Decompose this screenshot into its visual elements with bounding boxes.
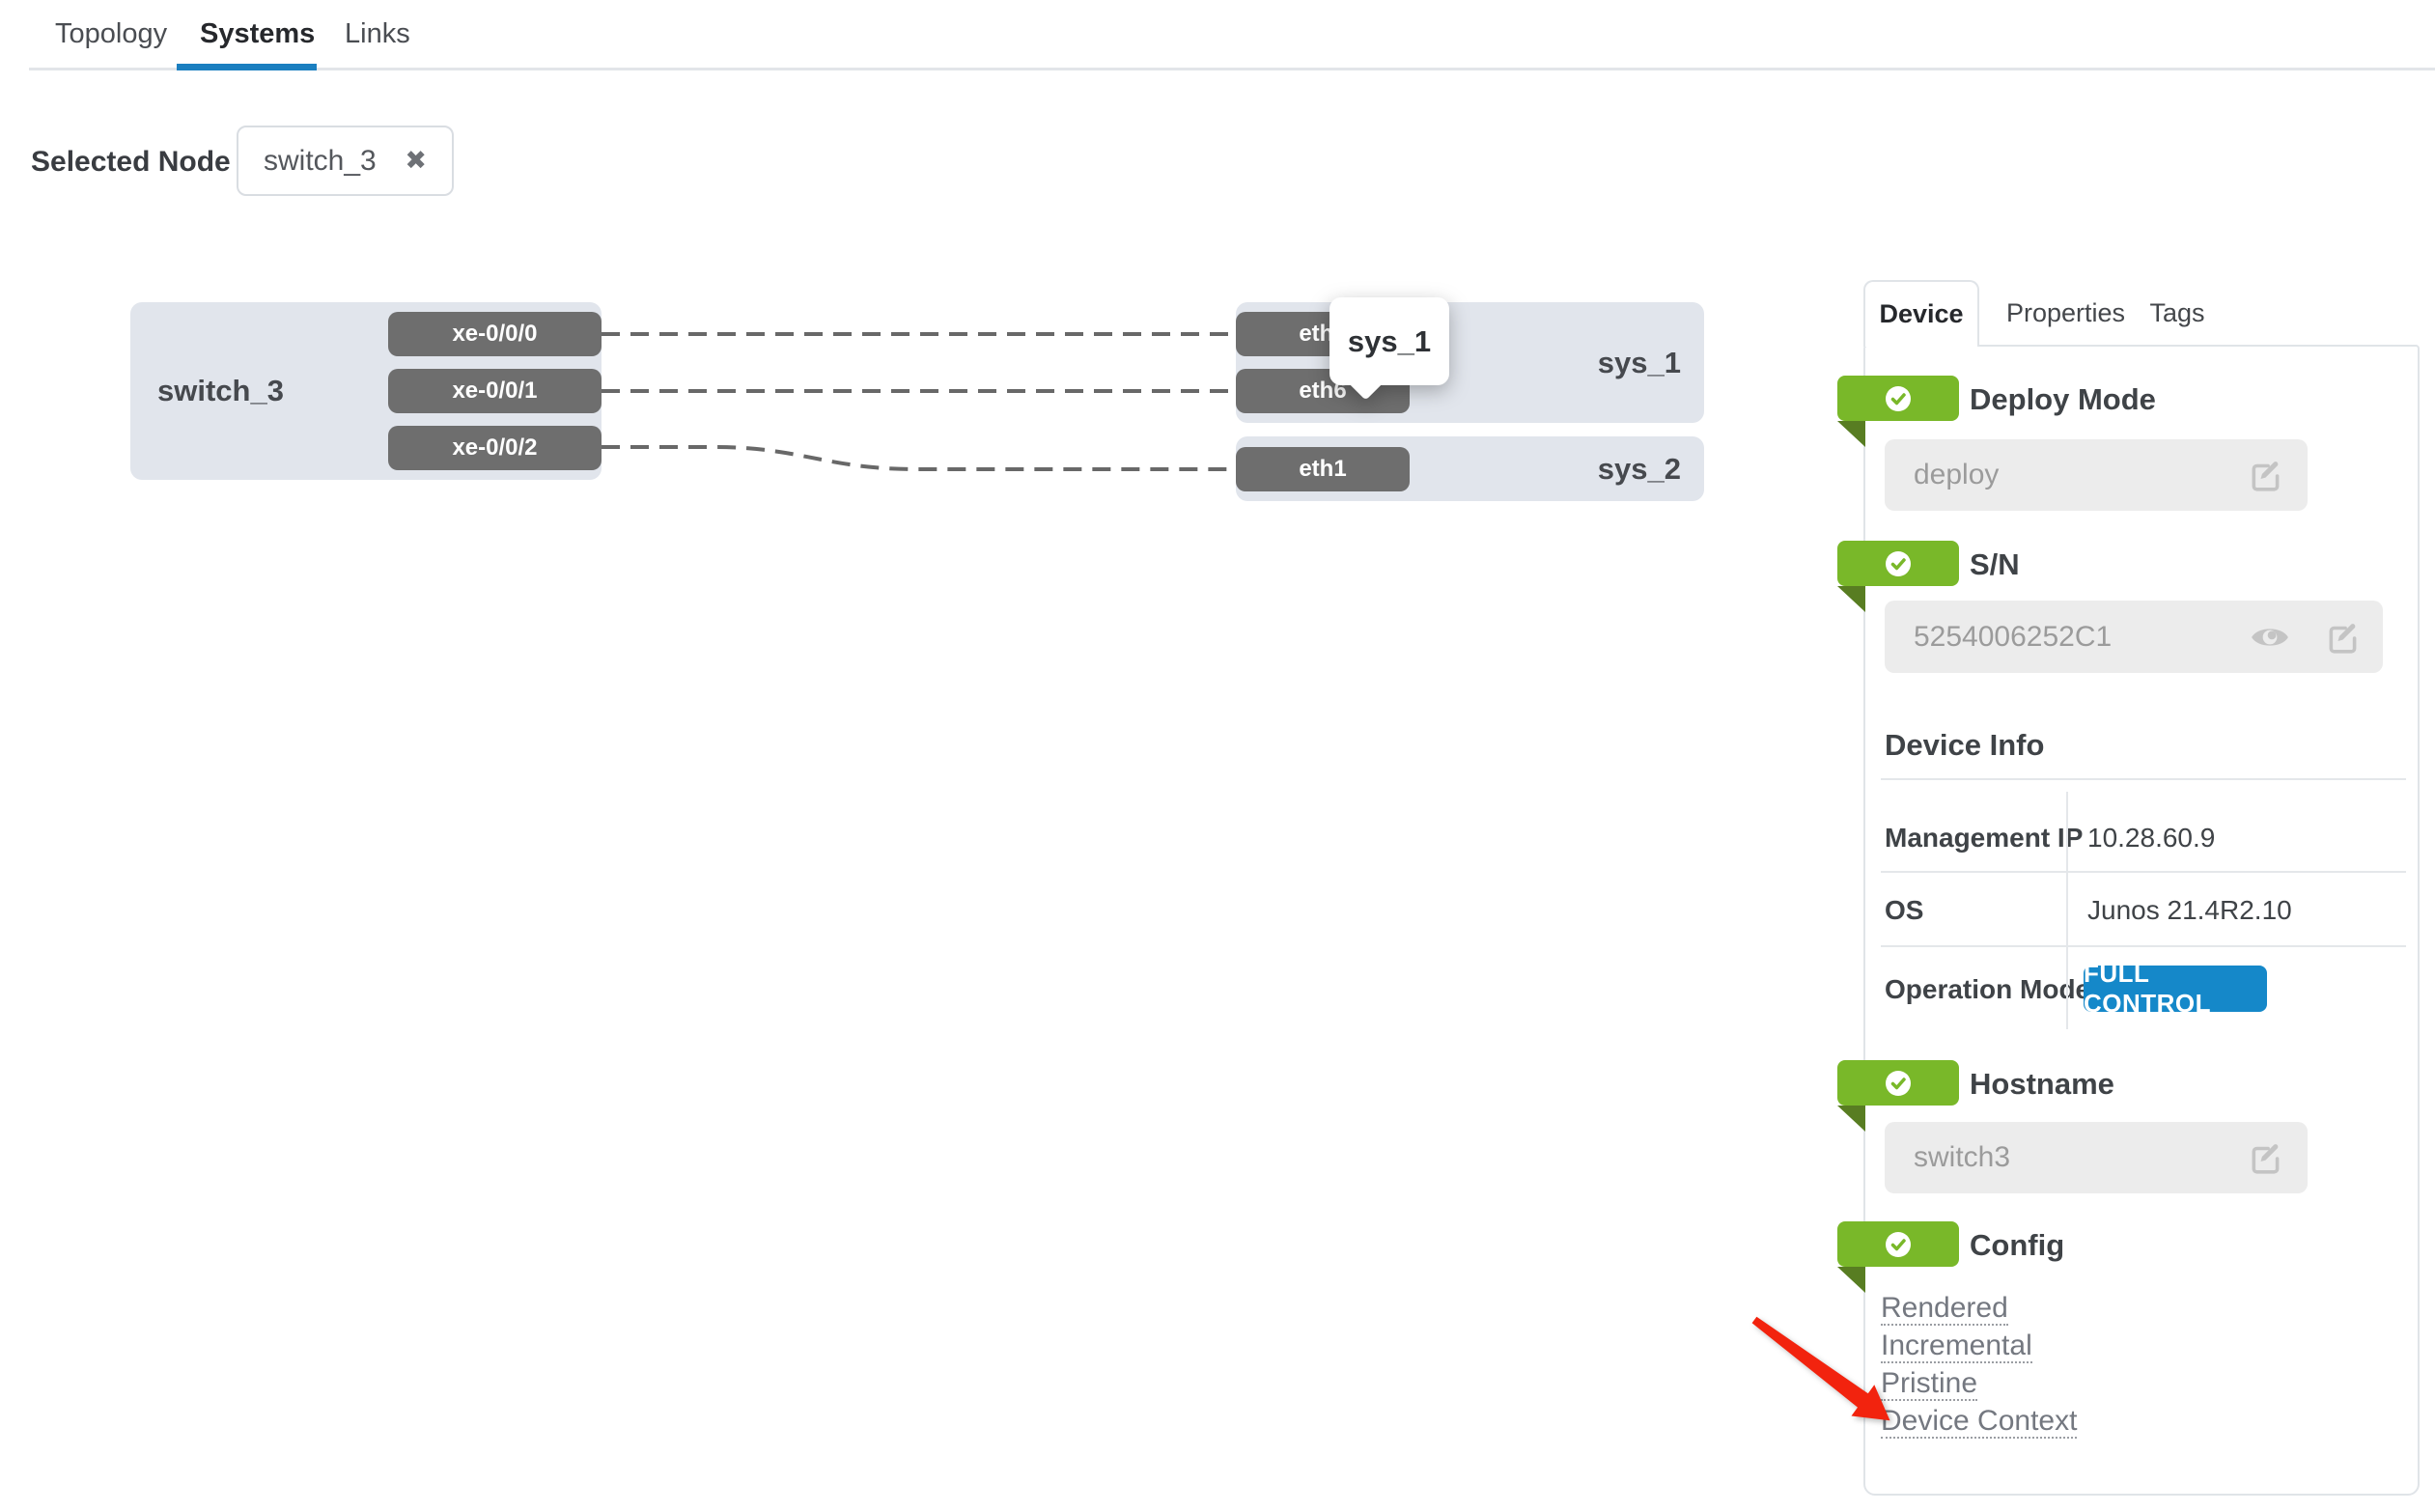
sn-status-badge <box>1837 541 1959 586</box>
hostname-field: switch3 <box>1885 1122 2308 1193</box>
node-switch-3-label: switch_3 <box>157 374 284 407</box>
info-row-divider <box>1881 871 2406 873</box>
deploy-mode-status-badge <box>1837 376 1959 421</box>
chip-close-icon[interactable]: ✖ <box>405 146 427 175</box>
config-title: Config <box>1970 1228 2065 1262</box>
selected-node-label: Selected Node <box>31 146 231 178</box>
sn-reveal-eye-icon[interactable] <box>2250 623 2290 652</box>
selected-node-chip: switch_3 ✖ <box>237 126 454 196</box>
info-row-divider <box>1881 945 2406 947</box>
hostname-edit-icon[interactable] <box>2248 1139 2284 1176</box>
link-incremental[interactable]: Incremental <box>1881 1330 2032 1363</box>
link-pristine[interactable]: Pristine <box>1881 1367 1978 1401</box>
link-device-context[interactable]: Device Context <box>1881 1405 2078 1439</box>
hostname-value: switch3 <box>1914 1141 2011 1173</box>
info-row-value: 10.28.60.9 <box>2087 823 2216 853</box>
link-rendered[interactable]: Rendered <box>1881 1292 2008 1326</box>
panel-tab-device[interactable]: Device <box>1863 280 1979 347</box>
device-info-title: Device Info <box>1885 728 2045 762</box>
port-eth1[interactable]: eth1 <box>1236 447 1410 491</box>
tab-topology[interactable]: Topology <box>55 18 168 49</box>
sn-value: 5254006252C1 <box>1914 620 2113 653</box>
selected-node-chip-value: switch_3 <box>264 144 377 177</box>
port-xe-0-0-0[interactable]: xe-0/0/0 <box>388 312 602 356</box>
hostname-title: Hostname <box>1970 1067 2114 1101</box>
active-tab-indicator <box>177 64 317 70</box>
sn-badge-fold <box>1837 586 1865 612</box>
deploy-mode-edit-icon[interactable] <box>2248 457 2284 493</box>
config-links: Rendered Incremental Pristine Device Con… <box>1881 1292 2078 1442</box>
info-row-value: Junos 21.4R2.10 <box>2087 895 2292 925</box>
hover-tooltip: sys_1 <box>1329 297 1449 401</box>
deploy-mode-value: deploy <box>1914 459 2000 490</box>
info-column-divider <box>2066 792 2068 1029</box>
panel-tab-tags[interactable]: Tags <box>2149 298 2205 327</box>
hostname-badge-fold <box>1837 1106 1865 1132</box>
deploy-mode-badge-fold <box>1837 421 1865 447</box>
sn-title: S/N <box>1970 547 2020 581</box>
info-row-label: Management IP <box>1885 823 2084 853</box>
port-xe-0-0-1[interactable]: xe-0/0/1 <box>388 369 602 413</box>
config-badge-fold <box>1837 1267 1865 1293</box>
info-row-label: OS <box>1885 895 1924 925</box>
node-sys-1-label: sys_1 <box>1597 345 1681 379</box>
sn-field: 5254006252C1 <box>1885 601 2383 673</box>
panel-tab-properties[interactable]: Properties <box>2006 298 2126 327</box>
port-xe-0-0-2[interactable]: xe-0/0/2 <box>388 426 602 470</box>
header-underline <box>29 68 2435 70</box>
check-circle-icon <box>1886 385 1911 411</box>
tooltip-text: sys_1 <box>1347 323 1432 358</box>
tab-links[interactable]: Links <box>345 18 410 49</box>
node-sys-2-label: sys_2 <box>1597 451 1681 486</box>
check-circle-icon <box>1886 1231 1911 1257</box>
full-control-button[interactable]: FULL CONTROL <box>2084 959 2267 1018</box>
sn-edit-icon[interactable] <box>2325 619 2362 656</box>
tab-systems[interactable]: Systems <box>200 18 316 49</box>
deploy-mode-title: Deploy Mode <box>1970 382 2156 416</box>
info-row-label: Operation Mode <box>1885 974 2091 1004</box>
deploy-mode-field: deploy <box>1885 439 2308 511</box>
device-details-panel <box>1863 345 2420 1496</box>
config-status-badge <box>1837 1221 1959 1267</box>
check-circle-icon <box>1886 550 1911 576</box>
check-circle-icon <box>1886 1070 1911 1096</box>
device-info-underline <box>1881 778 2406 780</box>
hostname-status-badge <box>1837 1060 1959 1106</box>
